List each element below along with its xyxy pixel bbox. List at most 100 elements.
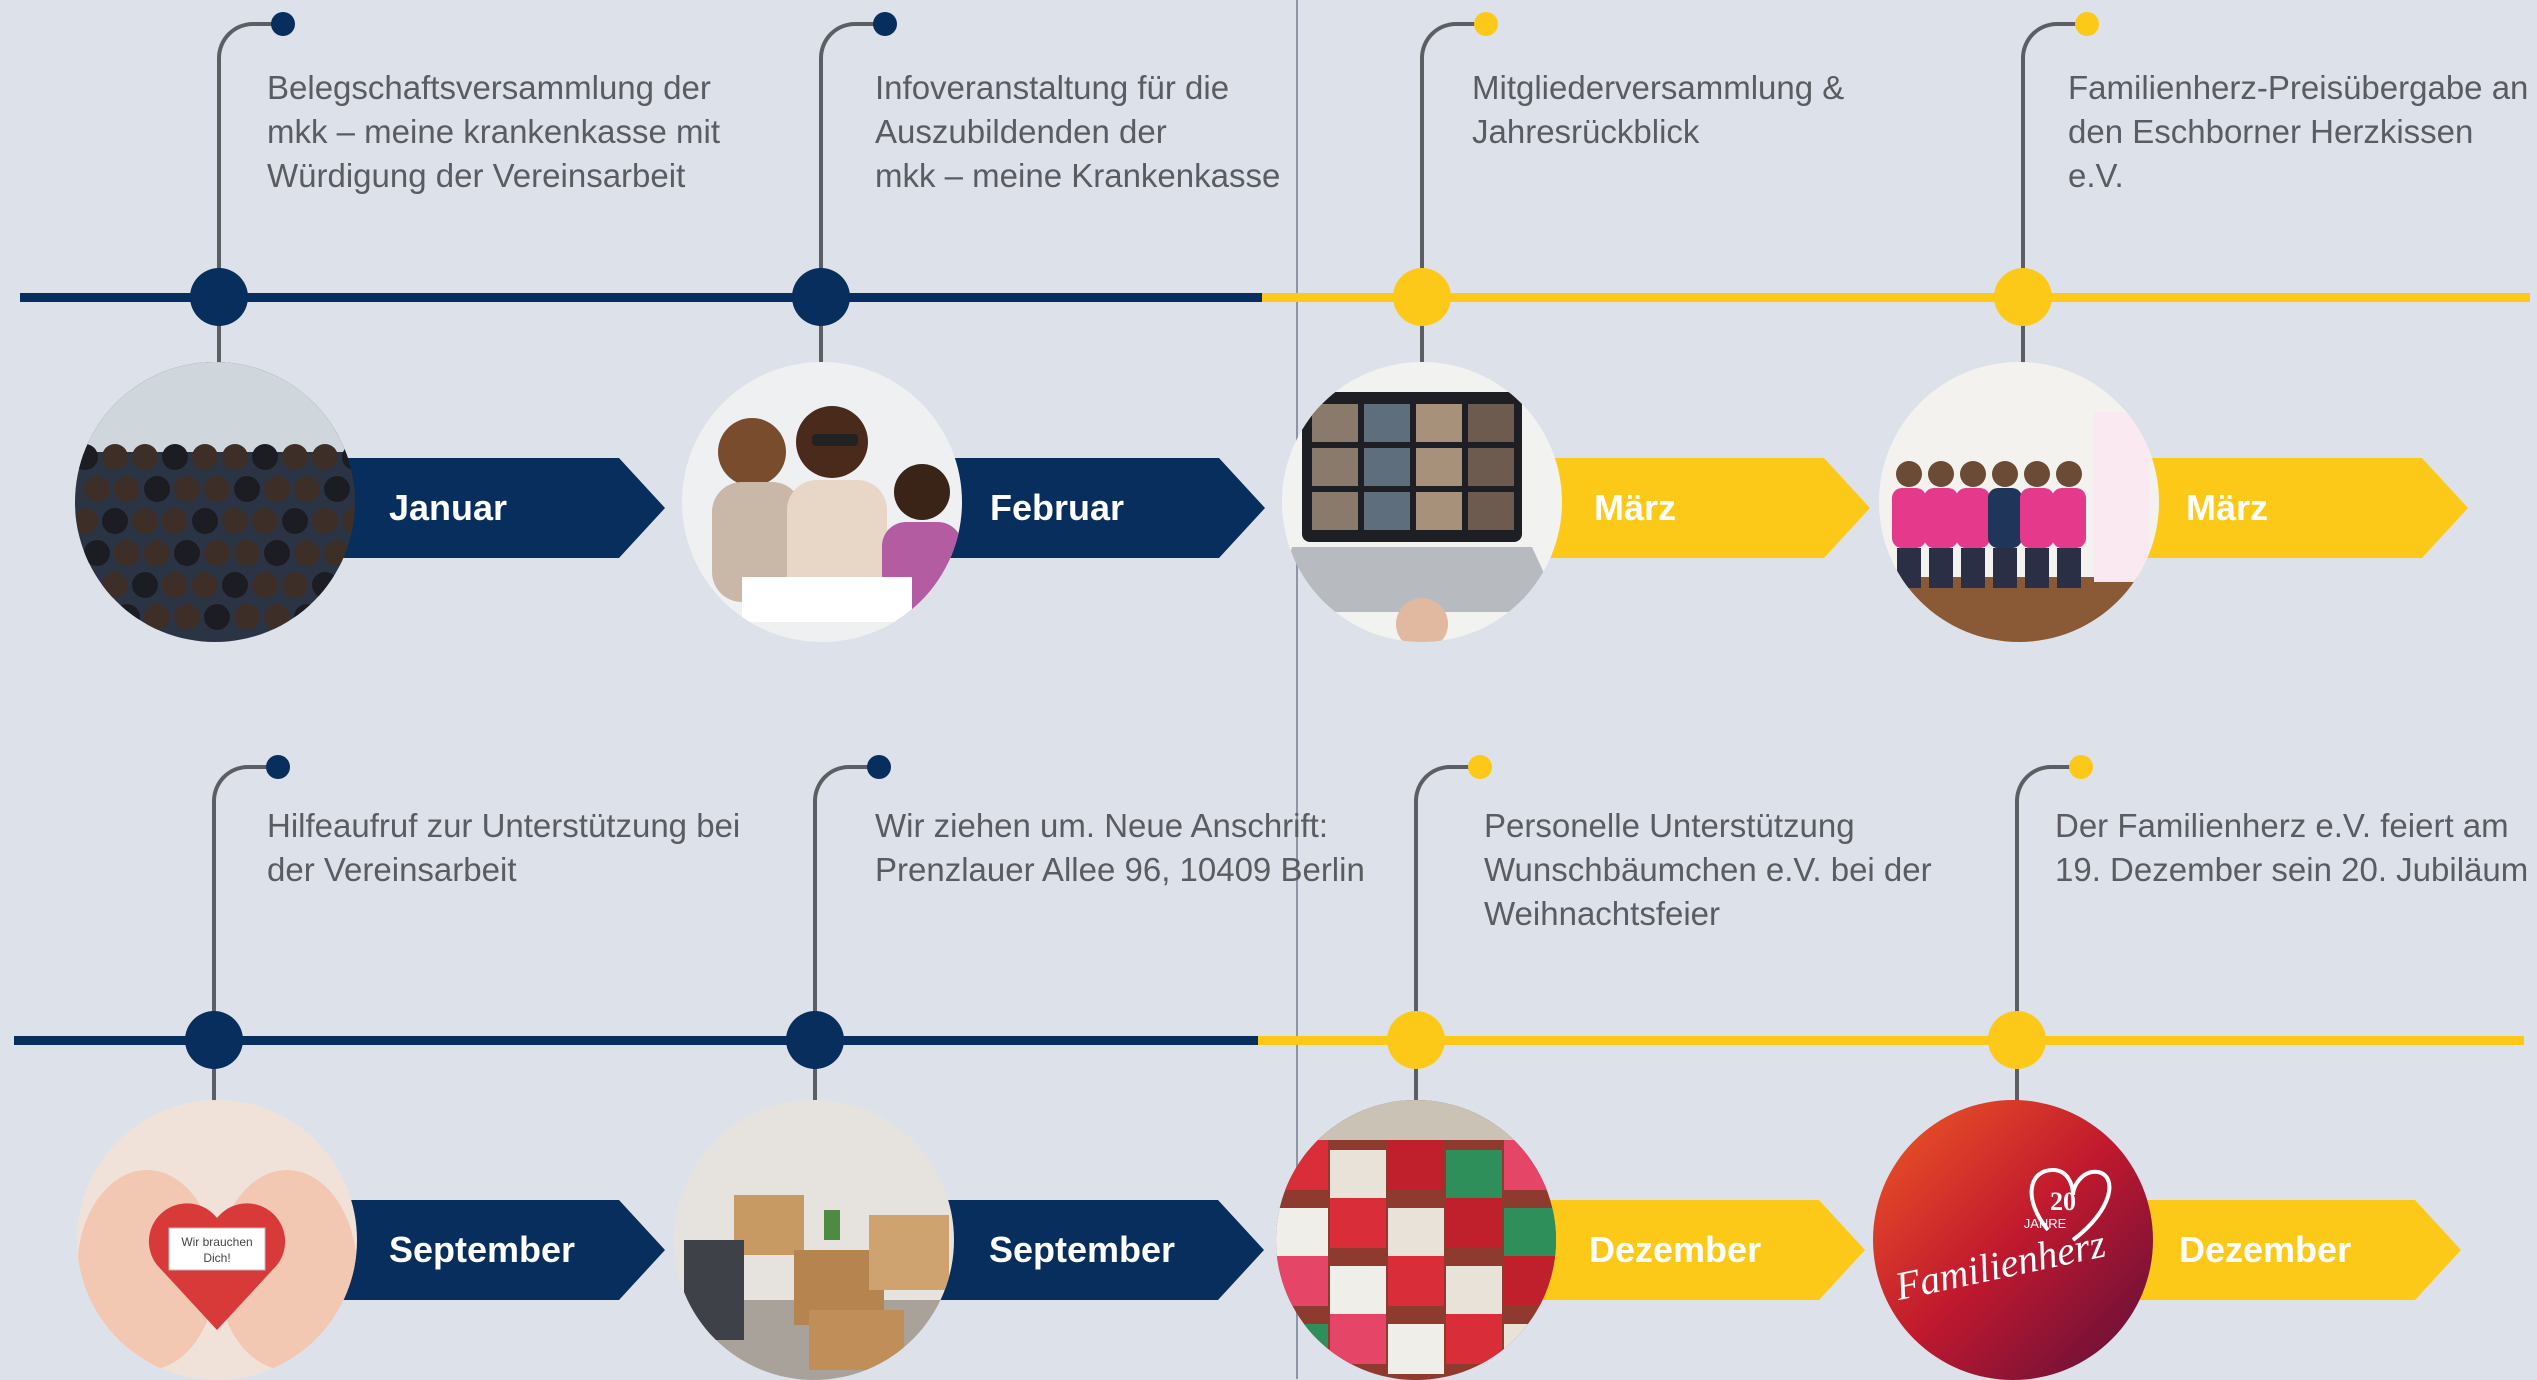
audience-head [144, 604, 170, 630]
event-description: Hilfeaufruf zur Unterstützung bei der Ve… [267, 807, 741, 888]
month-label: September [989, 1229, 1176, 1270]
pink-shirt [2052, 488, 2086, 548]
event-description: Mitgliederversammlung & Jahresrückblick [1472, 69, 1845, 150]
timeline-node [1988, 1011, 2046, 1069]
audience-head [162, 572, 188, 598]
connector-end-dot [873, 12, 897, 36]
month-label: September [389, 1229, 576, 1270]
audience-head [252, 508, 278, 534]
audience-head [234, 476, 260, 502]
month-label: Februar [990, 487, 1125, 528]
gift-package [1330, 1266, 1386, 1316]
audience-head [264, 476, 290, 502]
audience-head [162, 444, 188, 470]
trousers [2025, 548, 2049, 588]
connector-end-dot [1468, 755, 1492, 779]
month-label: Januar [389, 487, 508, 528]
video-tile [1416, 492, 1462, 530]
gift-package [1330, 1314, 1386, 1364]
audience-head [222, 444, 248, 470]
event-description: Infoveranstaltung für die Auszubildenden… [875, 69, 1281, 194]
month-arrow-banner: September [335, 1200, 665, 1300]
glasses [812, 434, 858, 446]
audience-head [84, 476, 110, 502]
audience-head [174, 604, 200, 630]
timeline-node [1393, 268, 1451, 326]
video-tile [1364, 448, 1410, 486]
audience-head [114, 604, 140, 630]
person-head [1992, 461, 2018, 487]
gift-packages-photo [1276, 1100, 1556, 1380]
video-tile [1468, 492, 1514, 530]
gift-package [1388, 1140, 1444, 1190]
audience-head [222, 572, 248, 598]
audience-head [294, 540, 320, 566]
timeline-connector-lower [813, 1040, 817, 1110]
audience-head [282, 508, 308, 534]
audience-head [342, 572, 355, 598]
logo-badge-number: 20 [2050, 1187, 2076, 1216]
desk-papers [742, 577, 912, 622]
timeline-connector-lower [1420, 297, 1424, 372]
video-call-laptop-photo [1282, 362, 1562, 642]
pink-shirt [2020, 488, 2054, 548]
audience-head [144, 476, 170, 502]
audience-head [234, 604, 260, 630]
gift-package [1388, 1208, 1444, 1258]
audience-head [294, 476, 320, 502]
moving-box [734, 1195, 804, 1255]
video-tile [1416, 404, 1462, 442]
heart-note-text: Wir brauchen [181, 1235, 252, 1249]
person-body [712, 482, 802, 602]
trousers [1929, 548, 1953, 588]
trousers [1897, 548, 1921, 588]
hand [1396, 598, 1448, 642]
gift-package [1504, 1324, 1556, 1374]
pink-shirt [1956, 488, 1990, 548]
month-arrow-banner: Dezember [2125, 1200, 2461, 1300]
video-tile [1312, 404, 1358, 442]
gift-package [1446, 1198, 1502, 1248]
timeline-connector [813, 765, 879, 1040]
roll-up-banner [2094, 412, 2149, 582]
audience-photo [75, 362, 355, 642]
person-head [1896, 461, 1922, 487]
audience-head [252, 572, 278, 598]
audience-head [132, 508, 158, 534]
connector-end-dot [266, 755, 290, 779]
laptop-keyboard [1282, 547, 1562, 612]
video-tile [1312, 448, 1358, 486]
video-tile [1468, 448, 1514, 486]
timeline-connector-lower [1414, 1040, 1418, 1110]
audience-head [84, 604, 110, 630]
audience-head [102, 572, 128, 598]
audience-head [84, 540, 110, 566]
audience-head [102, 444, 128, 470]
timeline-node [1387, 1011, 1445, 1069]
timeline-connector-lower [819, 297, 823, 372]
vertical-divider [1296, 0, 1298, 1379]
audience-head [234, 540, 260, 566]
audience-head [222, 508, 248, 534]
logo-gradient-backdrop [1873, 1100, 2153, 1380]
month-label: Dezember [1589, 1229, 1762, 1270]
pink-shirt [1988, 488, 2022, 548]
audience-head [174, 476, 200, 502]
audience-head [204, 604, 230, 630]
gift-package [1276, 1140, 1328, 1190]
timeline-connector [2015, 765, 2081, 1040]
audience-head [162, 508, 188, 534]
pink-shirt [1924, 488, 1958, 548]
audience-head [204, 540, 230, 566]
moving-boxes-photo [674, 1100, 954, 1380]
timeline-connector [2021, 22, 2087, 297]
connector-end-dot [2075, 12, 2099, 36]
gift-package [1446, 1266, 1502, 1316]
audience-head [132, 572, 158, 598]
audience-head [252, 444, 278, 470]
event-description: Belegschaftsversammlung der mkk – meine … [267, 69, 720, 194]
audience-head [324, 604, 350, 630]
timeline-line-navy [14, 1036, 1258, 1045]
